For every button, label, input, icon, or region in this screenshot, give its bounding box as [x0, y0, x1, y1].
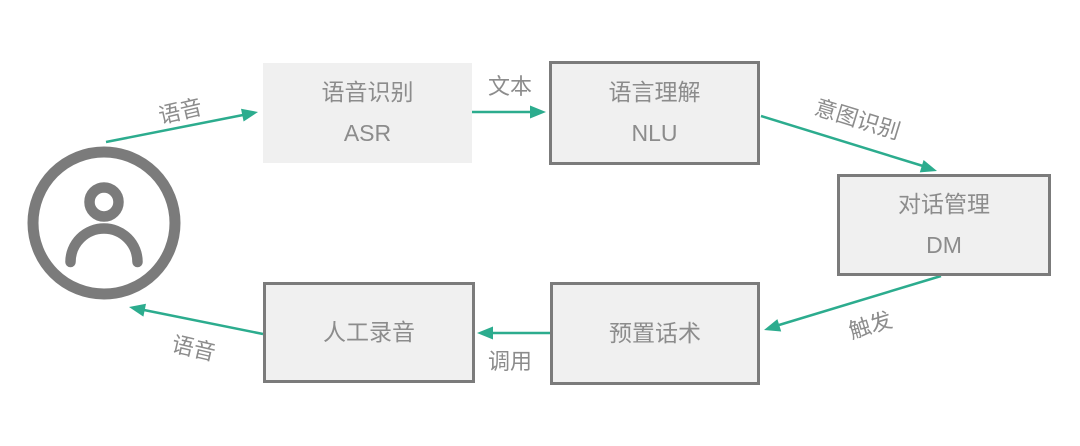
arrow-line — [760, 114, 924, 168]
arrowhead-icon — [919, 160, 937, 173]
node-asr: 语音识别 ASR — [263, 63, 472, 163]
node-dm-subtitle: DM — [926, 232, 962, 258]
node-manual-recording-title: 人工录音 — [323, 319, 415, 346]
node-nlu: 语言理解 NLU — [549, 61, 760, 165]
person-shoulders — [65, 223, 143, 268]
node-nlu-title: 语言理解 — [608, 79, 701, 106]
arrow-asr-to-nlu — [472, 105, 546, 119]
person-head — [84, 182, 124, 222]
arrowhead-icon — [129, 303, 146, 317]
arrow-preset-to-recording — [477, 326, 550, 340]
node-dm-title: 对话管理 — [898, 191, 990, 218]
edge-label-call: 调用 — [487, 349, 533, 374]
arrow-line — [105, 113, 244, 144]
arrow-line — [778, 274, 942, 327]
edge-label-text: 文本 — [487, 74, 533, 99]
node-dm: 对话管理 DM — [837, 174, 1051, 276]
arrowhead-icon — [764, 319, 782, 332]
arrowhead-icon — [530, 105, 546, 119]
arrow-line — [143, 308, 264, 336]
arrow-recording-to-user — [129, 303, 264, 336]
node-asr-subtitle: ASR — [343, 120, 392, 146]
arrowhead-icon — [241, 108, 258, 122]
arrow-nlu-to-dm — [760, 114, 937, 173]
person-icon — [27, 146, 181, 300]
node-nlu-subtitle: NLU — [631, 120, 678, 146]
person-outer-circle — [27, 146, 181, 300]
node-asr-title: 语音识别 — [321, 79, 414, 106]
arrow-dm-to-preset — [764, 274, 942, 332]
node-manual-recording: 人工录音 — [263, 282, 475, 383]
arrowhead-icon — [477, 326, 493, 340]
node-preset-script: 预置话术 — [550, 282, 760, 385]
arrow-user-to-asr — [105, 108, 258, 144]
node-preset-script-title: 预置话术 — [609, 320, 701, 347]
